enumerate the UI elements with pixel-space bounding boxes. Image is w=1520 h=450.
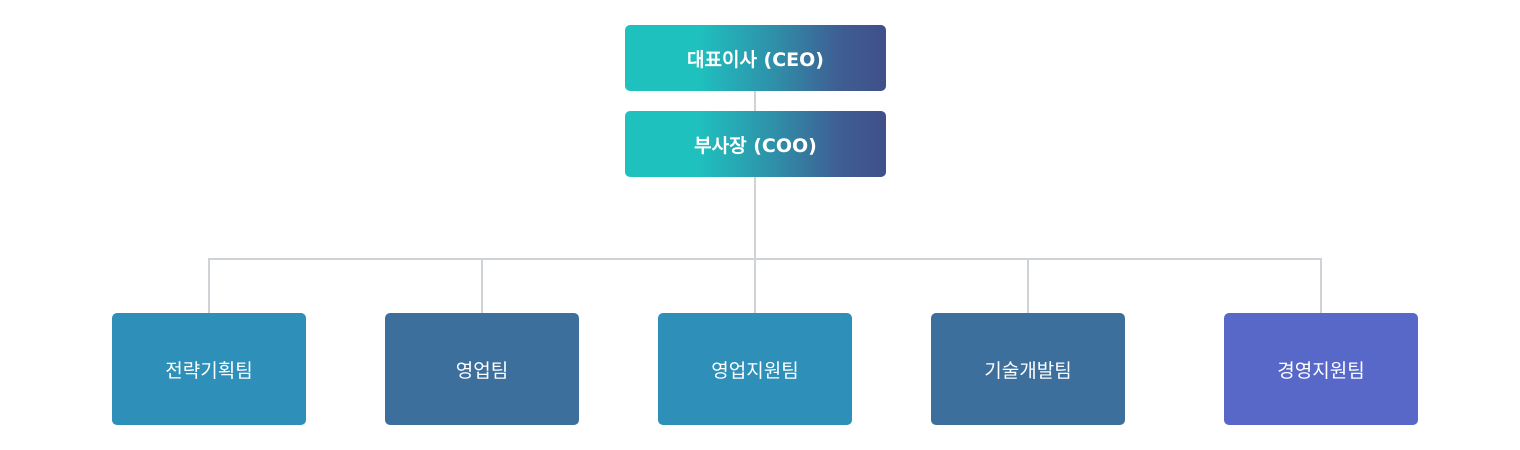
connector-team-5: [1320, 258, 1322, 313]
team-label: 기술개발팀: [984, 359, 1072, 382]
team-box-strategy-planning: 전략기획팀: [112, 313, 306, 425]
team-label: 경영지원팀: [1277, 359, 1365, 382]
ceo-label: 대표이사 (CEO): [687, 48, 824, 71]
connector-ceo-coo: [754, 91, 756, 111]
connector-team-1: [208, 258, 210, 313]
connector-team-2: [481, 258, 483, 313]
team-box-sales-support: 영업지원팀: [658, 313, 852, 425]
connector-horizontal-bus: [208, 258, 1322, 260]
ceo-box: 대표이사 (CEO): [625, 25, 886, 91]
connector-coo-trunk: [754, 177, 756, 259]
team-box-sales: 영업팀: [385, 313, 579, 425]
team-box-management-support: 경영지원팀: [1224, 313, 1418, 425]
team-box-tech-development: 기술개발팀: [931, 313, 1125, 425]
coo-box: 부사장 (COO): [625, 111, 886, 177]
connector-team-4: [1027, 258, 1029, 313]
team-label: 영업지원팀: [711, 359, 799, 382]
coo-label: 부사장 (COO): [694, 134, 817, 157]
team-label: 전략기획팀: [165, 359, 253, 382]
connector-team-3: [754, 258, 756, 313]
team-label: 영업팀: [455, 359, 509, 382]
